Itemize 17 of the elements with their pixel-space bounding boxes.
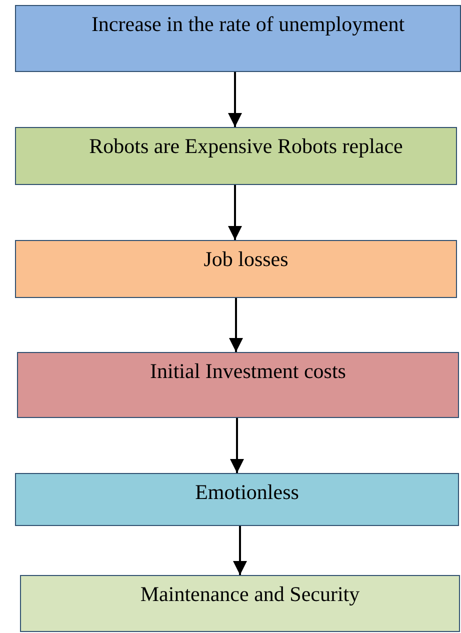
process-box — [15, 5, 461, 72]
process-box — [20, 575, 460, 632]
box-label: Increase in the rate of unemployment — [90, 11, 406, 36]
box-label: Initial Investment costs — [149, 358, 347, 383]
process-box — [17, 352, 459, 418]
arrow — [230, 418, 244, 473]
box-label: Maintenance and Security — [139, 581, 361, 606]
process-box — [15, 240, 457, 298]
process-box — [15, 127, 457, 185]
box-label: Job losses — [202, 246, 290, 271]
box-label: Robots are Expensive Robots replace — [88, 133, 404, 158]
arrow — [233, 526, 247, 575]
arrow — [228, 185, 242, 240]
process-box — [15, 473, 459, 526]
arrow — [228, 72, 242, 127]
arrow — [229, 298, 243, 352]
box-label: Emotionless — [194, 479, 300, 504]
